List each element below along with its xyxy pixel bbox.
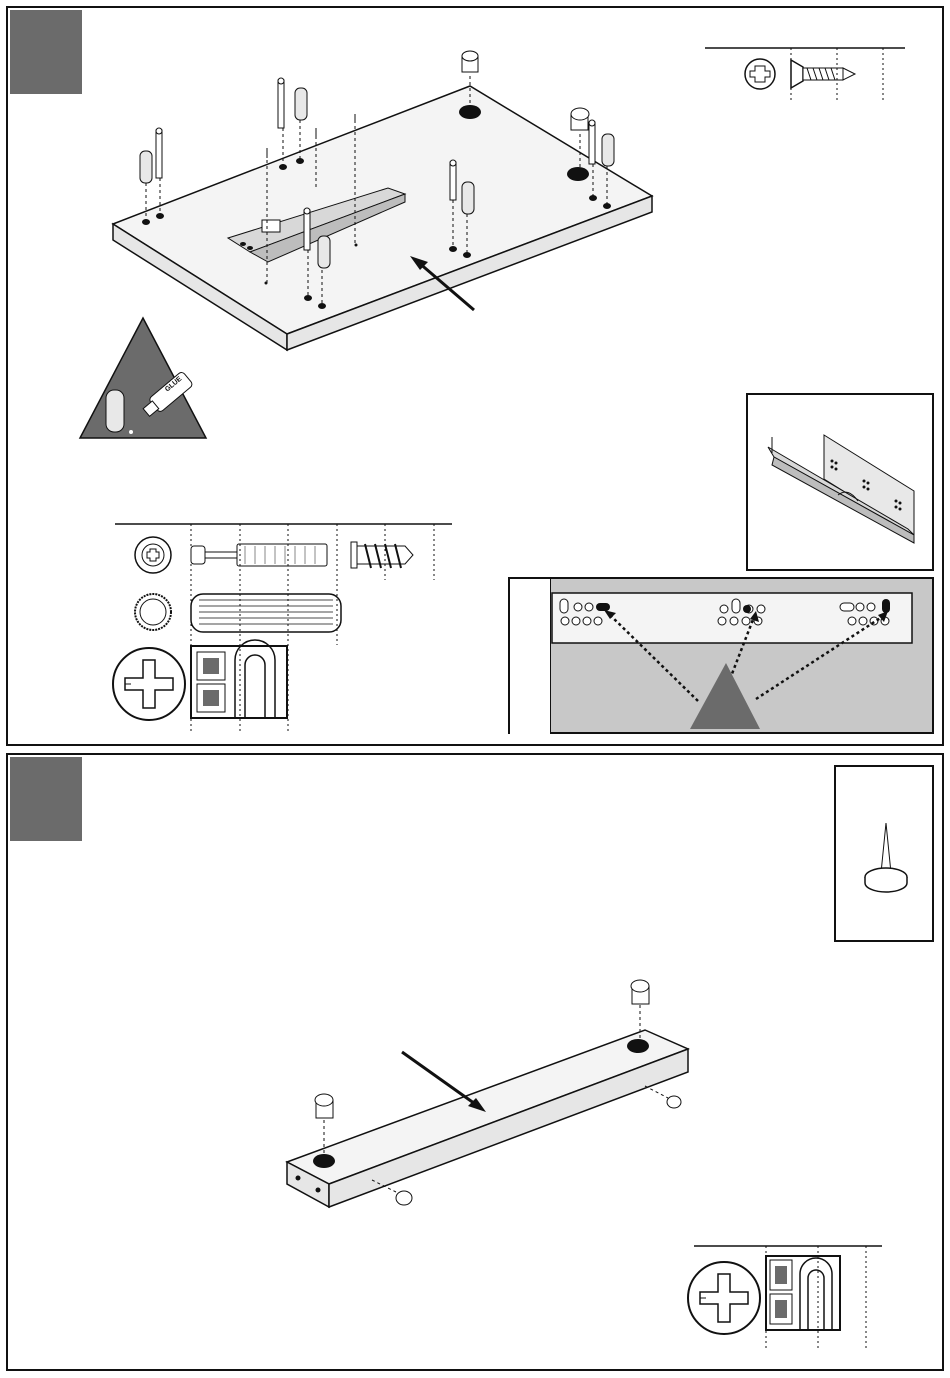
furniture-glide-nail-icon xyxy=(667,1096,681,1108)
cam-lock-icon xyxy=(315,1094,333,1118)
step-2-parts-legend xyxy=(686,1240,886,1360)
rail-top-face xyxy=(287,1030,688,1184)
furniture-glide-nail-icon xyxy=(396,1191,412,1205)
cam-lock-icon xyxy=(631,980,649,1004)
cam-hole xyxy=(313,1154,335,1168)
phillips-screwdriver-icon xyxy=(688,1262,760,1334)
cam-hole xyxy=(627,1039,649,1053)
plastic-clip-icon xyxy=(766,1256,840,1330)
